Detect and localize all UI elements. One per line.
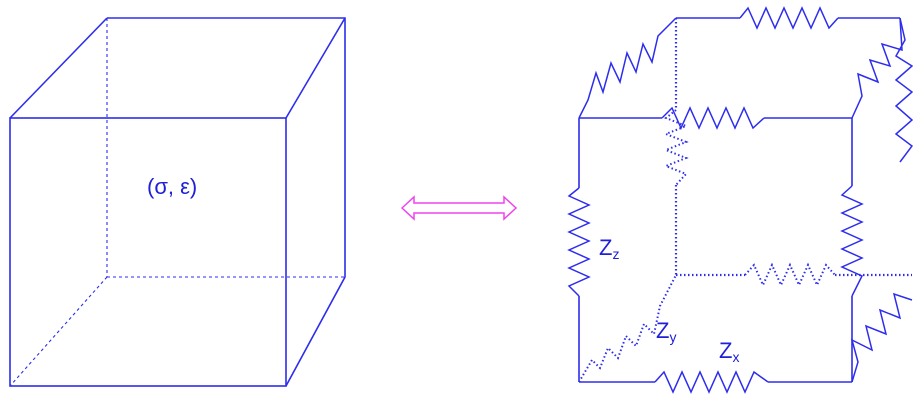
cube-front-face xyxy=(9,117,287,387)
spring-network xyxy=(567,6,913,394)
cube-edge-top-left xyxy=(9,17,108,119)
zz-label: Zz xyxy=(599,235,620,262)
stress-strain-label: (σ, ε) xyxy=(147,174,198,199)
zy-label-sub: y xyxy=(669,329,677,345)
zz-label-main: Z xyxy=(599,235,613,260)
spring-hidden-horizontal xyxy=(744,262,836,288)
double-arrow-icon xyxy=(400,195,518,221)
cube-edge-top-right xyxy=(285,17,346,119)
zz-label-sub: z xyxy=(612,246,620,262)
zx-label: Zx xyxy=(719,338,740,365)
cube-hidden-edge-diagonal xyxy=(9,276,108,387)
spring-top-right-diagonal xyxy=(851,17,903,119)
zx-label-sub: x xyxy=(732,349,740,365)
spring-zy xyxy=(578,274,677,383)
zy-label: Zy xyxy=(656,318,677,345)
zy-label-main: Z xyxy=(656,318,670,343)
cube-back-edges xyxy=(107,17,346,387)
continuum-cube xyxy=(9,17,346,387)
spring-zx xyxy=(654,370,769,394)
spring-front-top xyxy=(661,106,765,130)
spring-top-left-diagonal xyxy=(578,17,677,119)
spring-hidden-vertical xyxy=(663,109,689,186)
spring-front-right xyxy=(840,185,864,297)
spring-zz xyxy=(567,187,591,297)
zx-label-main: Z xyxy=(719,338,733,363)
spring-back-right xyxy=(894,17,913,163)
spring-bottom-right-diagonal xyxy=(850,292,913,383)
spring-back-top xyxy=(739,6,839,30)
